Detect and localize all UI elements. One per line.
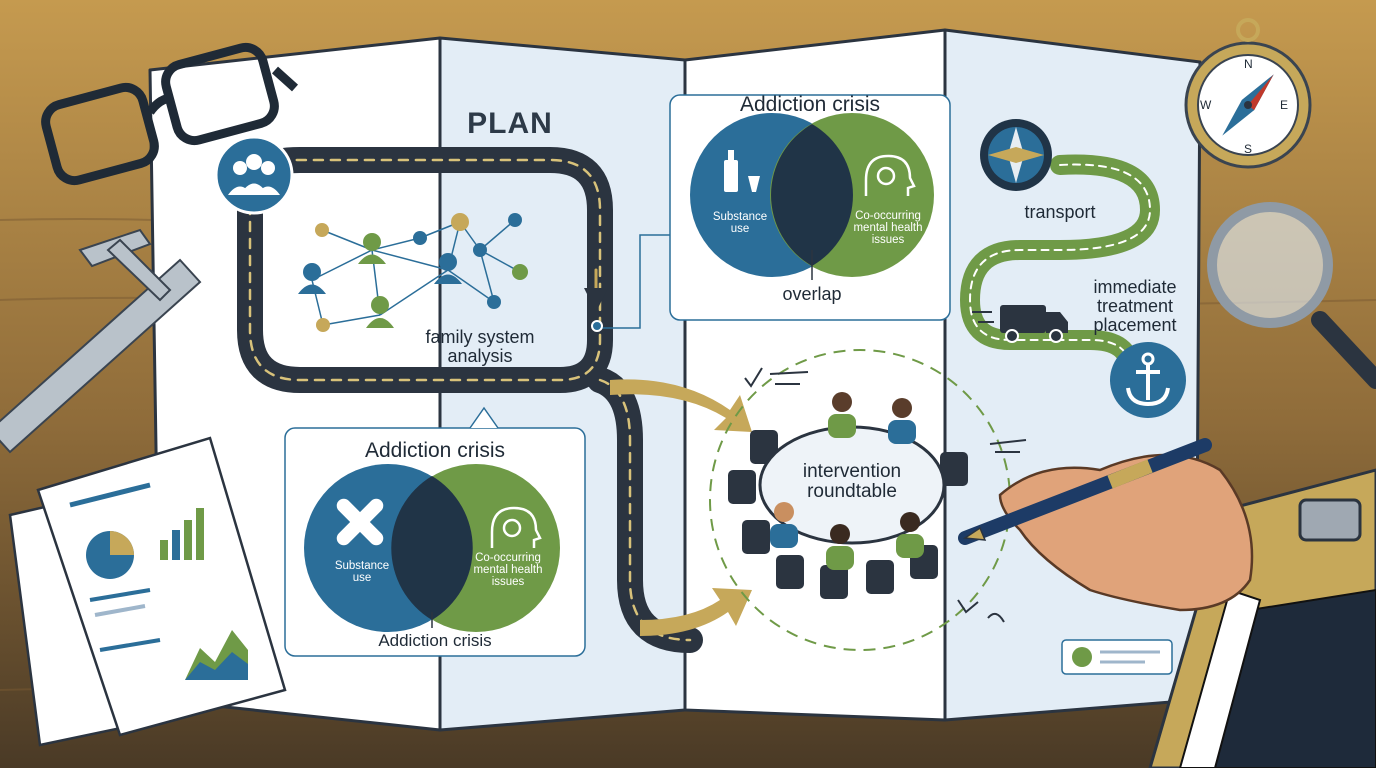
compass-icon: N E S W bbox=[1184, 18, 1312, 169]
venn-bottom-left-line1: Substance bbox=[334, 560, 390, 572]
placement-line3: placement bbox=[1093, 314, 1177, 335]
venn-bottom-circles bbox=[304, 464, 560, 632]
people-at-table bbox=[770, 392, 924, 570]
compass-rose-icon bbox=[980, 119, 1052, 191]
svg-text:N: N bbox=[1244, 57, 1253, 71]
anchor-icon bbox=[1110, 342, 1186, 418]
venn-bottom-left-label: Substance use bbox=[322, 560, 402, 584]
paper-charts bbox=[69, 482, 248, 680]
connector-dot bbox=[591, 320, 603, 332]
family-network-nodes bbox=[298, 213, 528, 332]
venn-top-left-line1: Substance bbox=[712, 211, 768, 223]
pen-icon bbox=[958, 438, 1212, 545]
reading-glasses-icon bbox=[41, 42, 299, 186]
roundtable-label: intervention roundtable bbox=[772, 462, 932, 502]
family-group-icon bbox=[214, 135, 294, 215]
venn-top-right-line3: issues bbox=[871, 234, 905, 247]
status-tag bbox=[1061, 639, 1173, 675]
chairs bbox=[728, 430, 968, 599]
venn-bottom-title: Addiction crisis bbox=[364, 439, 506, 462]
placement-label: immediate treatment placement bbox=[1060, 278, 1210, 335]
pills-icon bbox=[336, 498, 384, 546]
connector-line bbox=[600, 234, 670, 329]
treatment-route bbox=[959, 154, 1161, 395]
magnifying-glass-icon bbox=[1207, 202, 1376, 389]
caliper-icon bbox=[0, 228, 202, 454]
venn-bottom-left-line2: use bbox=[352, 572, 372, 585]
venn-top-left-line2: use bbox=[730, 223, 750, 236]
venn-bottom-right-line2: mental health bbox=[473, 564, 543, 577]
venn-top-right-line1: Co-occurring bbox=[855, 210, 921, 222]
gold-arrows bbox=[610, 379, 752, 636]
hand-with-pen bbox=[958, 438, 1376, 768]
panel-callout bbox=[469, 406, 499, 429]
venn-top-overlap-label: overlap bbox=[782, 284, 842, 304]
venn-top-title: Addiction crisis bbox=[739, 93, 881, 116]
venn-top-left-label: Substance use bbox=[700, 211, 780, 235]
venn-bottom-right-line1: Co-occurring bbox=[475, 552, 541, 564]
roundtable-line1: intervention bbox=[802, 461, 902, 482]
van-icon bbox=[972, 305, 1068, 343]
venn-bottom-right-line3: issues bbox=[491, 576, 525, 589]
placement-line1: immediate bbox=[1093, 277, 1177, 297]
svg-text:S: S bbox=[1244, 142, 1252, 156]
brain-head-icon-bottom bbox=[490, 506, 542, 548]
venn-top-circles bbox=[690, 113, 934, 277]
family-analysis-label: family system analysis bbox=[395, 328, 565, 366]
sketch-marks bbox=[744, 367, 1027, 623]
brain-head-icon bbox=[864, 154, 916, 196]
venn-bottom-right-label: Co-occurring mental health issues bbox=[458, 552, 558, 588]
bottle-icon bbox=[724, 150, 760, 192]
venn-bottom-caption: Addiction crisis bbox=[378, 631, 492, 650]
venn-top-right-line2: mental health bbox=[853, 222, 923, 235]
placement-line2: treatment bbox=[1096, 295, 1174, 316]
venn-top-right-label: Co-occurring mental health issues bbox=[838, 210, 938, 246]
family-label-line1: family system bbox=[425, 327, 535, 347]
svg-text:W: W bbox=[1200, 98, 1212, 112]
svg-text:E: E bbox=[1280, 98, 1288, 112]
plan-heading: PLAN bbox=[467, 107, 553, 140]
family-label-line2: analysis bbox=[447, 345, 513, 366]
roundtable-line2: roundtable bbox=[807, 480, 897, 502]
transport-label: transport bbox=[1024, 202, 1096, 222]
